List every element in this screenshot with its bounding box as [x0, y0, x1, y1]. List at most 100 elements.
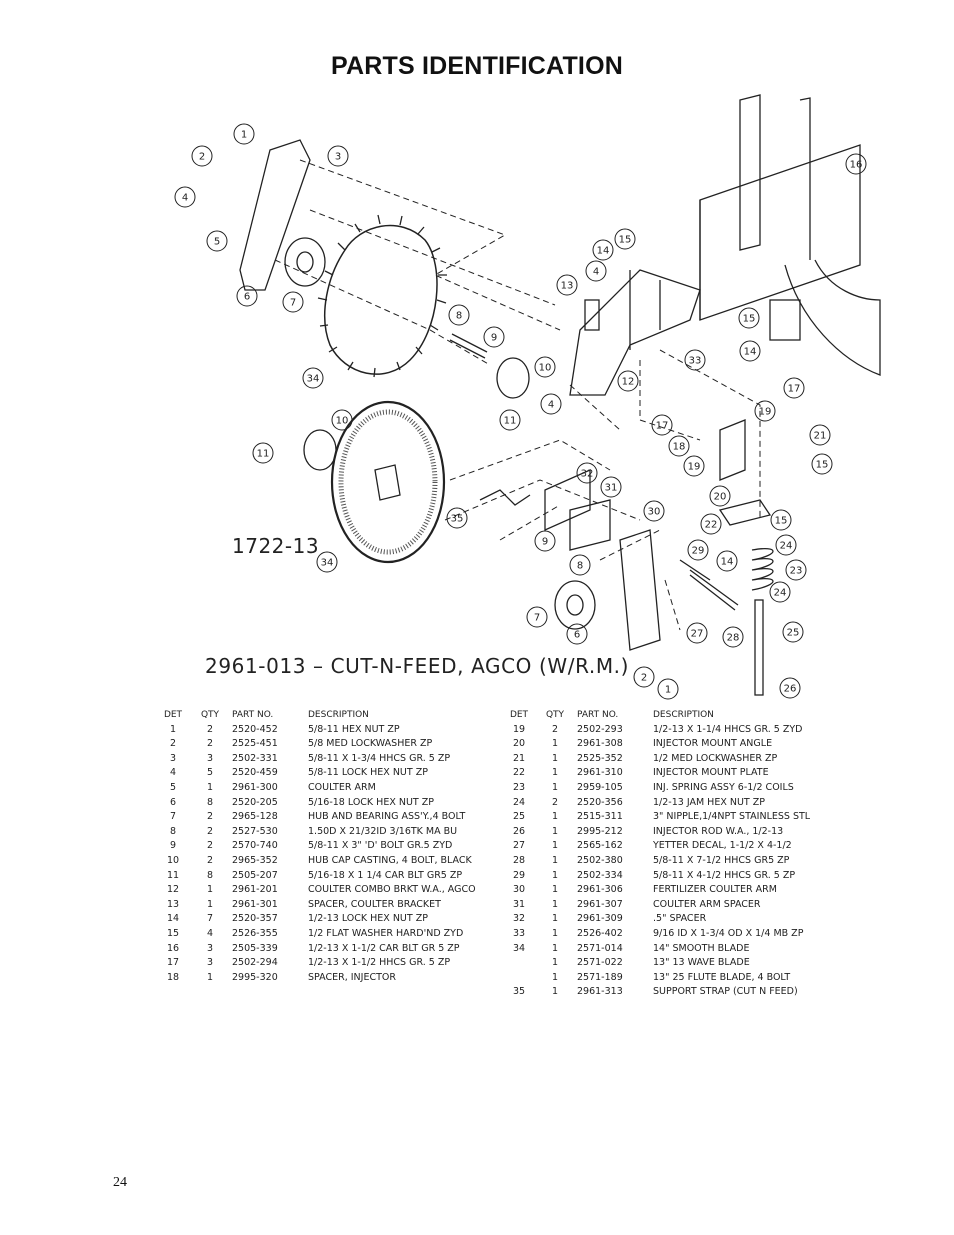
- cell-part-no: 2965-128: [232, 811, 278, 823]
- callout-number: 14: [597, 246, 610, 257]
- cell-part-no: 2505-339: [232, 942, 278, 954]
- col-det: DET: [509, 710, 529, 720]
- cell-det: 11: [166, 869, 180, 881]
- cell-qty: 1: [551, 869, 559, 881]
- callout-number: 13: [561, 281, 574, 292]
- cell-det: 5: [169, 781, 177, 793]
- cell-description: HUB CAP CASTING, 4 BOLT, BLACK: [308, 854, 472, 866]
- cell-description: HUB AND BEARING ASS'Y.,4 BOLT: [308, 811, 466, 823]
- callout-number: 19: [688, 462, 701, 473]
- cell-det: 12: [166, 884, 180, 896]
- cell-part-no: 2965-352: [232, 854, 278, 866]
- cell-description: COULTER ARM: [308, 781, 376, 793]
- cell-qty: 5: [206, 767, 214, 779]
- cell-qty: 1: [551, 957, 559, 969]
- cell-description: SPACER, INJECTOR: [308, 971, 396, 983]
- callout-number: 6: [244, 292, 250, 303]
- cell-det: 19: [512, 723, 526, 735]
- cell-qty: 1: [551, 738, 559, 750]
- cell-part-no: 2961-308: [577, 738, 623, 750]
- cell-det: 34: [512, 942, 526, 954]
- cell-part-no: 2505-207: [232, 869, 278, 881]
- cell-part-no: 2525-451: [232, 738, 278, 750]
- callout-number: 15: [619, 235, 632, 246]
- cell-det: 22: [512, 767, 526, 779]
- cell-det: 27: [512, 840, 526, 852]
- cell-qty: 1: [551, 986, 559, 998]
- injector-rod-drawing: [754, 599, 764, 696]
- cell-det: 28: [512, 854, 526, 866]
- cell-part-no: 2571-022: [577, 957, 623, 969]
- cell-part-no: 2502-293: [577, 723, 623, 735]
- cell-qty: 1: [551, 884, 559, 896]
- col-description: DESCRIPTION: [308, 710, 369, 720]
- callout-number: 18: [673, 442, 686, 453]
- cell-det: 25: [512, 811, 526, 823]
- support-strap-drawing: [479, 489, 531, 506]
- callout-number: 28: [727, 633, 740, 644]
- exploded-parts-diagram: 1234567348910114121341415151433161719211…: [174, 94, 881, 700]
- cell-part-no: 2520-356: [577, 796, 623, 808]
- cell-qty: 2: [206, 825, 214, 837]
- callout-number: 25: [787, 628, 800, 639]
- cell-part-no: 2961-301: [232, 898, 278, 910]
- cell-description: INJECTOR ROD W.A., 1/2-13: [653, 825, 784, 837]
- callout-number: 16: [850, 160, 863, 171]
- callout-number: 6: [574, 630, 580, 641]
- cell-part-no: 2515-311: [577, 811, 623, 823]
- cell-det: 3: [169, 752, 177, 764]
- callout-number: 1: [665, 685, 671, 696]
- cell-det: 35: [512, 986, 526, 998]
- toolbar-frame-drawing: [699, 94, 881, 376]
- callout-number: 21: [814, 431, 827, 442]
- callout-number: 30: [648, 507, 661, 518]
- cell-part-no: 2571-014: [577, 942, 623, 954]
- cell-part-no: 2959-105: [577, 781, 623, 793]
- callout-number: 7: [534, 613, 540, 624]
- cell-part-no: 2995-212: [577, 825, 623, 837]
- cell-description: 1/2-13 X 1-1/4 HHCS GR. 5 ZYD: [653, 723, 803, 735]
- col-part-no: PART NO.: [577, 710, 619, 720]
- callout-number: 32: [581, 469, 594, 480]
- callout-number: 23: [790, 566, 803, 577]
- cell-det: 32: [512, 913, 526, 925]
- callout-balloons: [174, 123, 867, 700]
- cell-part-no: 2961-306: [577, 884, 623, 896]
- cell-part-no: 2526-402: [577, 927, 623, 939]
- cell-description: 5/8-11 X 4-1/2 HHCS GR. 5 ZP: [653, 869, 796, 881]
- col-qty: QTY: [200, 710, 220, 720]
- cell-part-no: 2502-380: [577, 854, 623, 866]
- callout-number: 34: [307, 374, 320, 385]
- cell-det: 8: [169, 825, 177, 837]
- cell-qty: 8: [206, 796, 214, 808]
- cell-qty: 1: [551, 811, 559, 823]
- cell-det: 2: [169, 738, 177, 750]
- cell-part-no: 2502-331: [232, 752, 278, 764]
- page-title: PARTS IDENTIFICATION: [331, 52, 623, 80]
- cell-description: 13" 13 WAVE BLADE: [653, 957, 750, 969]
- table-header-row: DET QTY PART NO. DESCRIPTION: [505, 708, 853, 723]
- cell-part-no: 2520-459: [232, 767, 278, 779]
- callout-number: 33: [689, 356, 702, 367]
- cell-det: 15: [166, 927, 180, 939]
- cell-det: 17: [166, 957, 180, 969]
- cell-part-no: 2961-307: [577, 898, 623, 910]
- table-header-row: DET QTY PART NO. DESCRIPTION: [158, 708, 503, 723]
- callout-number: 34: [321, 558, 334, 569]
- cell-description: 1/2-13 X 1-1/2 CAR BLT GR 5 ZP: [308, 942, 460, 954]
- cell-part-no: 2520-205: [232, 796, 278, 808]
- cell-description: 13" 25 FLUTE BLADE, 4 BOLT: [653, 971, 791, 983]
